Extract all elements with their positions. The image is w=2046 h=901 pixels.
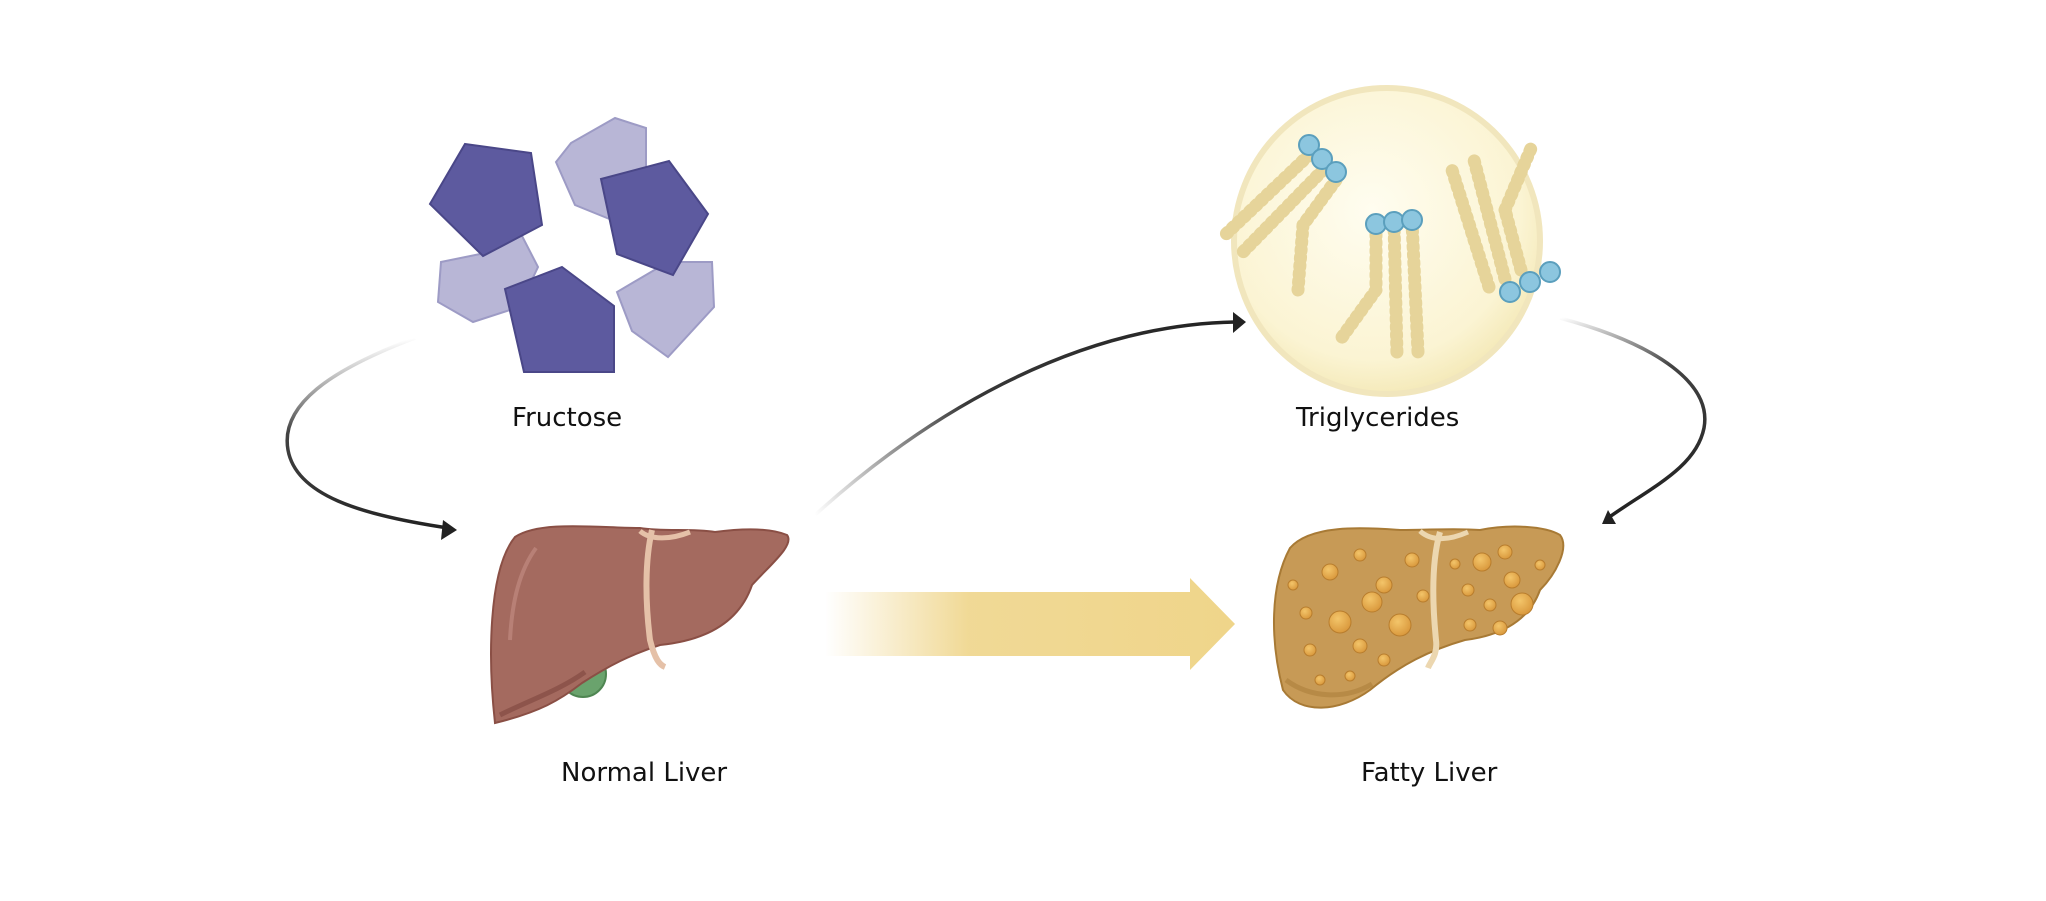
liver-to-triglycerides-arrow	[813, 312, 1246, 517]
triglycerides-to-fatty-liver-arrow	[1559, 316, 1707, 524]
fructose-molecules-icon	[428, 116, 716, 373]
normal-liver-icon	[490, 525, 790, 725]
triglycerides-label: Triglycerides	[1296, 403, 1460, 433]
triglyceride-droplet-icon	[1218, 85, 1561, 397]
progression-arrow	[825, 578, 1235, 670]
fructose-to-liver-arrow	[285, 336, 457, 540]
fatty-liver-icon	[1272, 525, 1565, 709]
fatty-liver-label: Fatty Liver	[1361, 758, 1498, 788]
normal-liver-label: Normal Liver	[561, 758, 728, 788]
fructose-label: Fructose	[512, 403, 623, 433]
